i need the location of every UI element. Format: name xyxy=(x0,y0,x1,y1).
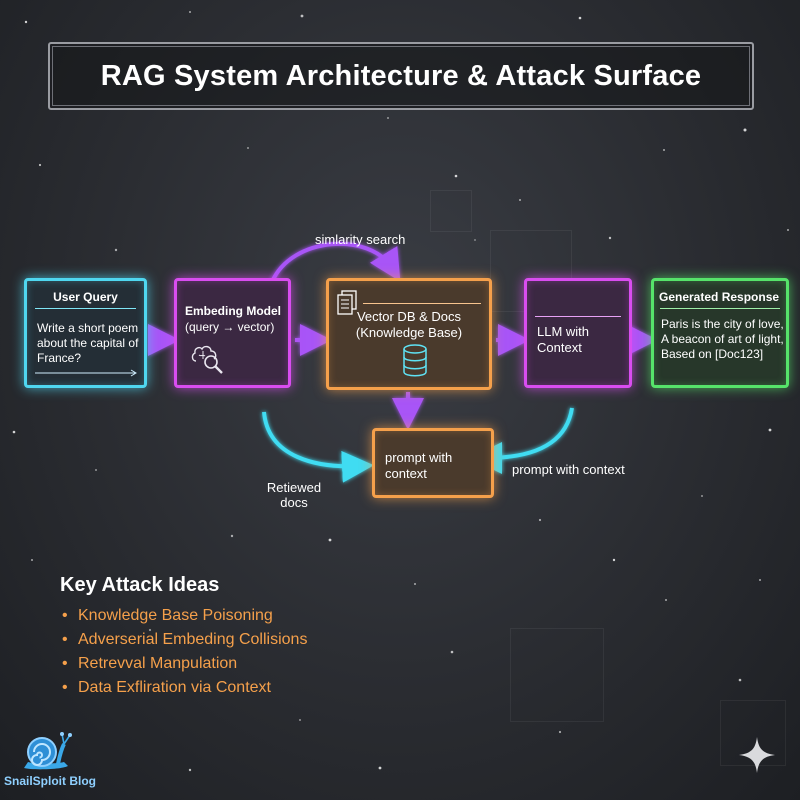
vector-db-label: Vector DB & Docs (Knowledge Base) xyxy=(355,309,463,340)
vector-db-node: Vector DB & Docs (Knowledge Base) xyxy=(326,278,492,390)
heading-divider xyxy=(660,308,780,309)
list-item: •Adverserial Embeding Collisions xyxy=(62,631,308,648)
similarity-search-label: simlarity search xyxy=(315,232,406,247)
brain-search-icon xyxy=(191,345,223,374)
attack-ideas-heading: Key Attack Ideas xyxy=(60,574,220,596)
background-square xyxy=(720,700,786,766)
heading-divider xyxy=(363,303,481,304)
database-icon xyxy=(403,344,427,377)
prompt-with-context-node: prompt with context xyxy=(372,428,494,498)
list-item: •Retrevval Manpulation xyxy=(62,655,238,672)
arrow-right-icon xyxy=(35,369,137,377)
generated-response-node: Generated Response Paris is the city of … xyxy=(651,278,789,388)
llm-label: LLM with Context xyxy=(537,324,590,355)
sparkle-icon xyxy=(739,737,775,773)
embedding-model-node: Embeding Model (query → vector) xyxy=(174,278,291,388)
attack-ideas-list: •Knowledge Base Poisoning •Adverserial E… xyxy=(62,604,307,700)
heading-divider xyxy=(35,308,136,309)
prompt-with-context-text: prompt with context xyxy=(385,450,453,481)
embedding-model-label: Embeding Model (query → vector) xyxy=(185,304,281,334)
generated-response-text: Paris is the city of love, A beacon of a… xyxy=(661,317,784,361)
snail-logo-icon xyxy=(24,732,72,770)
background-square xyxy=(510,628,604,722)
user-query-text: Write a short poem about the capital of … xyxy=(37,321,139,365)
page-title: RAG System Architecture & Attack Surface xyxy=(100,59,702,92)
user-query-heading: User Query xyxy=(53,290,118,304)
background-square xyxy=(430,190,472,232)
llm-node: LLM with Context xyxy=(524,278,632,388)
list-item: •Data Exfliration via Context xyxy=(62,679,271,696)
arrow-prompt-with-context xyxy=(470,407,574,474)
retrieved-docs-label: Retiewed docs xyxy=(266,480,322,510)
heading-divider xyxy=(535,316,621,317)
user-query-node: User Query Write a short poem about the … xyxy=(24,278,147,388)
arrow-similarity-search xyxy=(270,241,401,283)
title-banner: RAG System Architecture & Attack Surface xyxy=(48,42,754,110)
document-icon xyxy=(337,290,357,315)
brand-name: SnailSploit Blog xyxy=(4,774,96,788)
prompt-with-context-label: prompt with context xyxy=(512,462,625,477)
list-item: •Knowledge Base Poisoning xyxy=(62,607,273,624)
arrow-retrieved-docs xyxy=(262,411,374,483)
generated-response-heading: Generated Response xyxy=(659,290,780,304)
